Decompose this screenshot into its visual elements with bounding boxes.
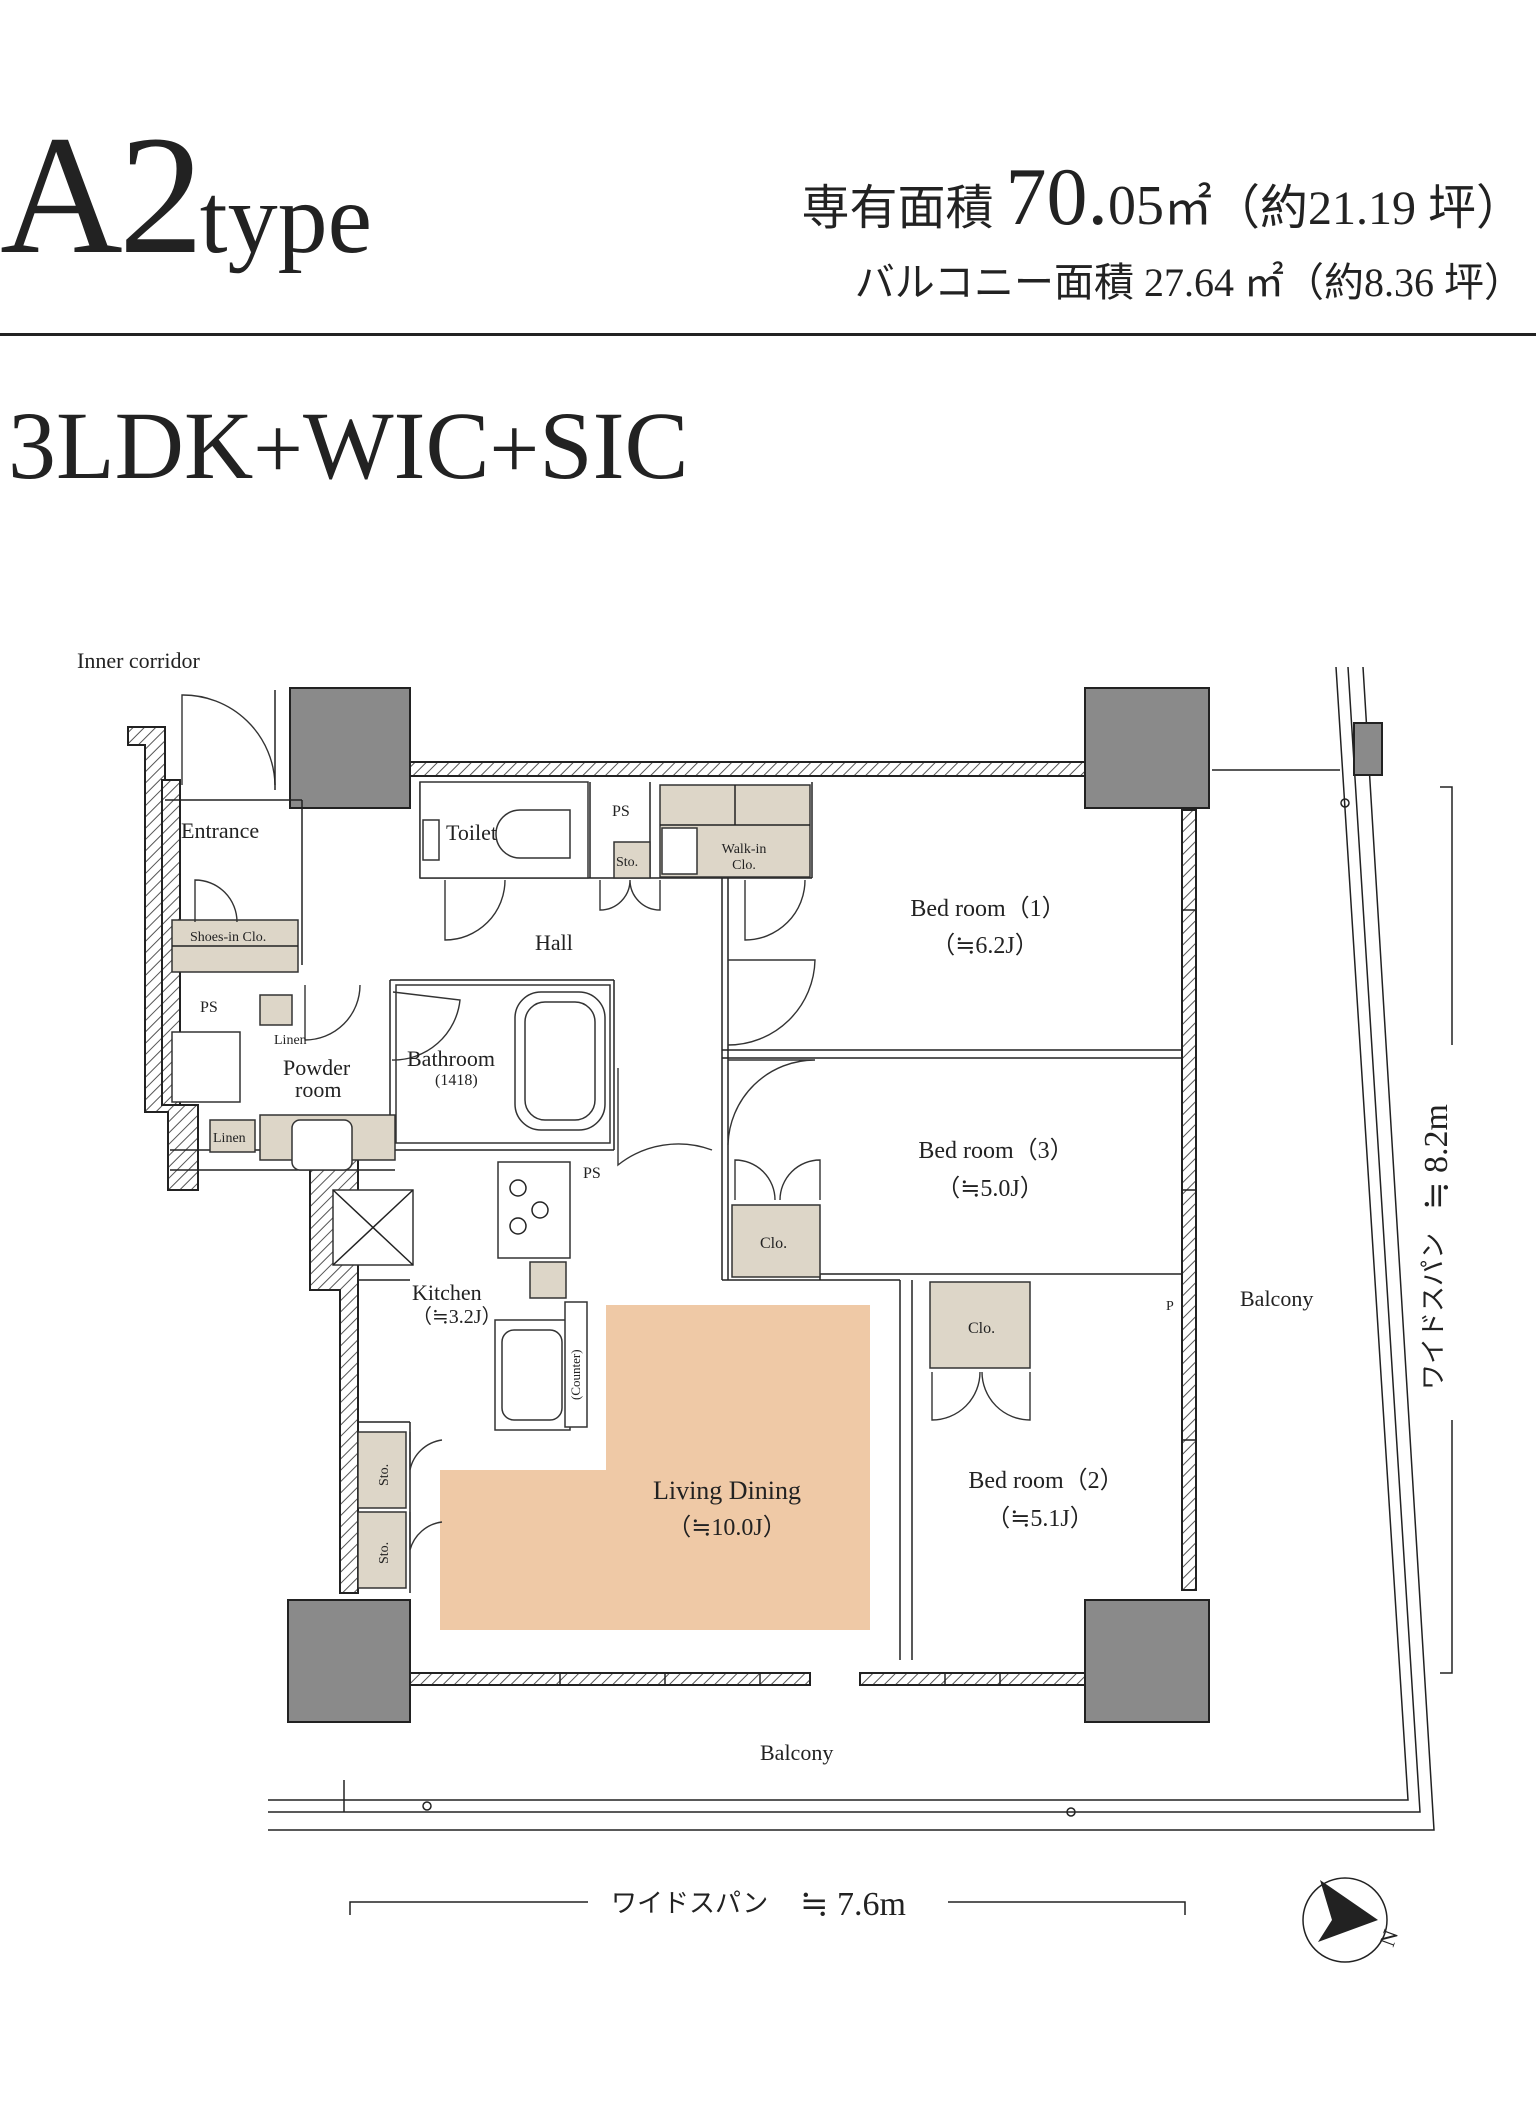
sto-2-label: Sto. <box>377 1542 392 1564</box>
bed3-clo-label: Clo. <box>760 1235 787 1252</box>
sto-top-label: Sto. <box>616 855 638 870</box>
inner-corridor-label: Inner corridor <box>77 648 200 673</box>
living-dining-area <box>440 1305 870 1630</box>
ps-left-label: PS <box>200 999 218 1016</box>
ps-kitchen-label: PS <box>583 1165 601 1182</box>
layout-sic: SIC <box>539 392 689 499</box>
column-sw <box>287 1599 411 1723</box>
vanity-basin <box>291 1119 353 1171</box>
kitchen-corner-cabinet <box>529 1261 567 1299</box>
balcony-drain-block <box>1353 722 1383 776</box>
bed1-label: Bed room（1） <box>910 896 1065 922</box>
toilet-bowl <box>495 809 571 859</box>
north-compass-icon <box>1302 1877 1388 1963</box>
storage-2 <box>357 1511 407 1589</box>
header-divider <box>0 333 1536 336</box>
bedroom-2-closet <box>929 1281 1031 1369</box>
bed1-size-label: （≒6.2J） <box>931 933 1038 959</box>
layout-plus-1: + <box>253 401 303 498</box>
plan-labels: Inner corridor Entrance Toilet PS Sto. W… <box>77 648 1455 1950</box>
ps-top-label: PS <box>612 803 630 820</box>
span-vertical-value: ≒ 8.2m <box>1418 1104 1455 1210</box>
layout-title: 3LDK+WIC+SIC <box>8 398 689 494</box>
private-area-label: 専有面積 <box>801 182 994 235</box>
balcony-right-label: Balcony <box>1240 1286 1313 1311</box>
balcony-area-line: バルコニー面積 27.64 ㎡（約8.36 坪） <box>801 250 1524 308</box>
bathroom-label: Bathroom <box>407 1046 495 1071</box>
living-dining-label: Living Dining <box>653 1476 801 1505</box>
private-area-unit: ㎡ <box>1163 182 1212 235</box>
balcony-outline <box>268 666 1435 1831</box>
south-wall-east <box>859 1672 1086 1686</box>
linen-cabinet-top <box>259 994 293 1026</box>
linen-bottom-label: Linen <box>213 1131 246 1146</box>
layout-plus-2: + <box>489 401 540 498</box>
living-dining-size-label: （≒10.0J） <box>667 1515 786 1541</box>
type-name: A2 <box>0 101 204 289</box>
column-ne <box>1084 687 1210 809</box>
area-block: 専有面積 70.05㎡（約21.19 坪） バルコニー面積 27.64 ㎡（約8… <box>801 150 1524 308</box>
bathroom-size-label: (1418) <box>435 1072 478 1089</box>
private-area-line: 専有面積 70.05㎡（約21.19 坪） <box>801 150 1524 244</box>
private-area-tsubo: （約21.19 坪） <box>1211 182 1524 235</box>
washing-machine <box>171 1031 241 1103</box>
powder-label: Powder <box>283 1055 351 1080</box>
south-wall-west <box>409 1672 811 1686</box>
column-se <box>1084 1599 1210 1723</box>
hall-label: Hall <box>535 930 573 955</box>
entry-door-swing <box>181 694 276 786</box>
sto-1-label: Sto. <box>377 1464 392 1486</box>
type-title: A2type <box>0 110 372 280</box>
kitchen-size-label: （≒3.2J） <box>412 1305 502 1328</box>
p-mark-label: P <box>1166 1299 1174 1314</box>
shoes-in-label: Shoes-in Clo. <box>190 930 266 945</box>
linen-cabinet-bottom <box>209 1119 256 1153</box>
bed3-size-label: （≒5.0J） <box>936 1176 1043 1202</box>
walkin-label: Walk-in <box>722 842 767 857</box>
type-suffix: type <box>199 163 372 274</box>
bed2-size-label: （≒5.1J） <box>986 1506 1093 1532</box>
bed2-label: Bed room（2） <box>968 1468 1123 1494</box>
dimension-vertical <box>1440 786 1453 1674</box>
private-area-int: 70. <box>1005 151 1108 242</box>
storage-top <box>613 841 651 879</box>
bed2-clo-label: Clo. <box>968 1320 995 1337</box>
bed3-label: Bed room（3） <box>918 1138 1073 1164</box>
column-nw <box>289 687 411 809</box>
balcony-area-label: バルコニー面積 <box>854 260 1134 305</box>
layout-wic: WIC <box>302 392 490 499</box>
kitchen-label: Kitchen <box>412 1280 482 1305</box>
counter-label: (Counter) <box>568 1349 583 1400</box>
stove <box>497 1161 571 1259</box>
storage-1 <box>357 1431 407 1509</box>
linen-top-label: Linen <box>274 1033 307 1048</box>
balcony-bottom-label: Balcony <box>760 1740 833 1765</box>
balcony-area-tsubo: （約8.36 坪） <box>1284 260 1524 305</box>
north-wall <box>409 761 1086 777</box>
counter <box>564 1301 588 1428</box>
balcony-area-unit: ㎡ <box>1244 260 1284 305</box>
bedroom-3-closet <box>731 1204 821 1278</box>
dimension-horizontal <box>349 1901 1186 1915</box>
powder-room-label: room <box>295 1077 341 1102</box>
toilet-label: Toilet <box>446 820 497 845</box>
interior-doors <box>194 879 1031 1551</box>
span-vertical-label: ワイドスパン <box>1419 1233 1448 1390</box>
balcony-area-value: 27.64 <box>1144 260 1234 305</box>
private-area-dec: 05 <box>1107 175 1164 237</box>
layout-main: 3LDK <box>8 392 254 499</box>
entrance-label: Entrance <box>181 818 259 843</box>
span-horizontal-value: ≒ 7.6m <box>800 1886 906 1923</box>
walk-in-shelf <box>661 827 698 875</box>
east-wall <box>1181 809 1197 1591</box>
toilet-sink <box>422 819 440 861</box>
window-marks <box>559 909 1196 1685</box>
walkin-clo-label: Clo. <box>732 858 756 873</box>
span-horizontal-label: ワイドスパン <box>611 1889 768 1918</box>
